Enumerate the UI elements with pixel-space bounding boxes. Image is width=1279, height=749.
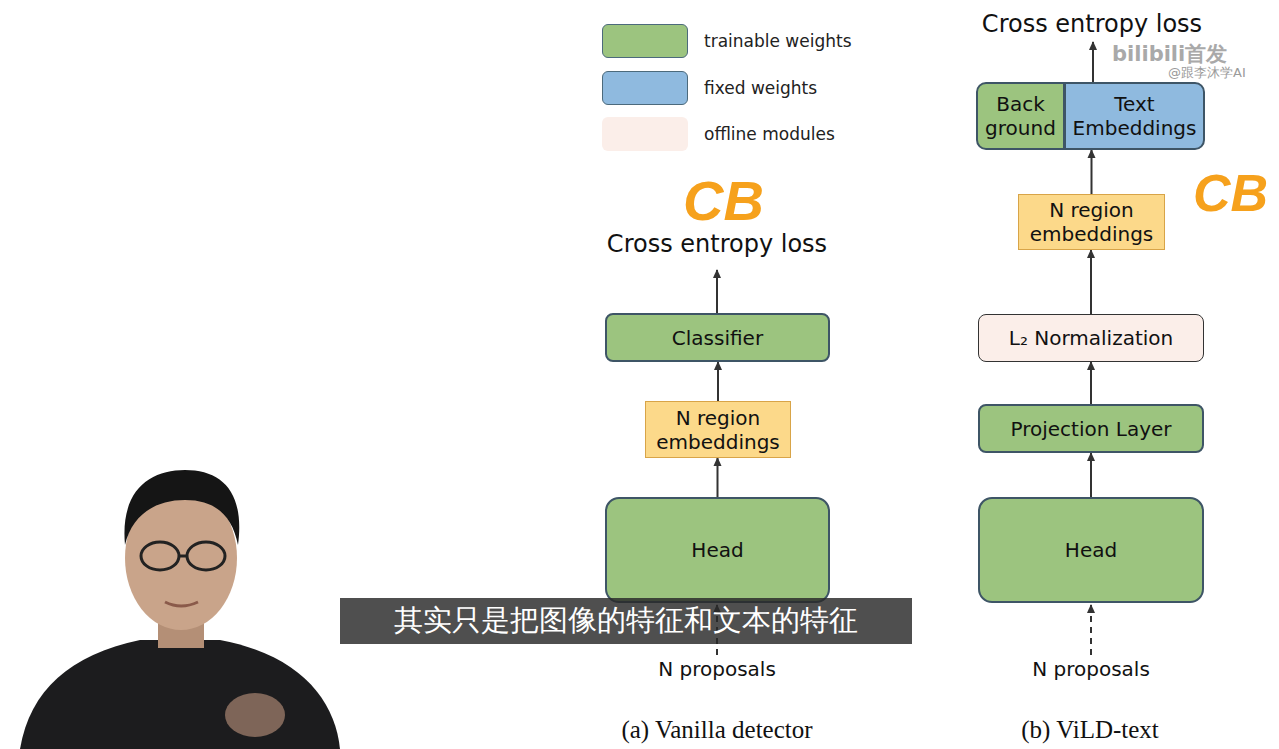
legend-text: fixed weights: [704, 78, 817, 98]
node-label: L₂ Normalization: [1009, 326, 1174, 350]
flow-arrow: [717, 362, 719, 401]
projection-box: Projection Layer: [978, 404, 1204, 453]
node-label: Head: [1065, 538, 1117, 562]
output-label: Cross entropy loss: [982, 10, 1202, 38]
node-label: Text Embeddings: [1072, 92, 1197, 140]
output-label: Cross entropy loss: [607, 230, 827, 258]
legend-text: offline modules: [704, 124, 835, 144]
handwritten-note: CB: [1193, 163, 1268, 223]
text-embedding-box: Text Embeddings: [1064, 82, 1205, 150]
normalization-box: L₂ Normalization: [978, 314, 1204, 362]
head-box: Head: [978, 497, 1204, 603]
flow-arrow: [1090, 453, 1092, 497]
input-label: N proposals: [1032, 657, 1150, 681]
embedding-box: N region embeddings: [1018, 194, 1165, 250]
node-label: N region embeddings: [1025, 198, 1158, 246]
subtitle-bar: 其实只是把图像的特征和文本的特征: [340, 598, 912, 644]
flow-arrow: [717, 458, 719, 497]
legend-text: trainable weights: [704, 31, 852, 51]
flow-arrow: [1091, 150, 1093, 194]
legend-swatch: [602, 117, 688, 151]
output-arrow: [716, 270, 718, 313]
legend-swatch: [602, 71, 688, 105]
flow-arrow: [1090, 250, 1092, 314]
classifier-box: Classifier: [605, 313, 830, 362]
legend-swatch: [602, 24, 688, 58]
flow-arrow: [1090, 362, 1092, 404]
background-box: Back ground: [976, 82, 1065, 150]
node-label: Classifier: [672, 326, 763, 350]
output-arrow: [1092, 42, 1094, 82]
presenter-figure: [20, 470, 340, 749]
watermark: @跟李沐学AI: [1168, 64, 1246, 82]
head-box: Head: [605, 497, 830, 603]
handwritten-note: CB: [683, 168, 764, 233]
node-label: Projection Layer: [1010, 417, 1171, 441]
panel-caption: (a) Vanilla detector: [621, 716, 812, 744]
input-label: N proposals: [658, 657, 776, 681]
input-arrow: [1090, 605, 1092, 655]
panel-caption: (b) ViLD-text: [1021, 716, 1159, 744]
watermark: bilibili首发: [1112, 40, 1227, 68]
node-label: N region embeddings: [652, 406, 784, 454]
node-label: Head: [691, 538, 743, 562]
subtitle: 其实只是把图像的特征和文本的特征: [394, 601, 858, 641]
node-label: Back ground: [984, 92, 1057, 140]
embedding-box: N region embeddings: [645, 401, 791, 458]
